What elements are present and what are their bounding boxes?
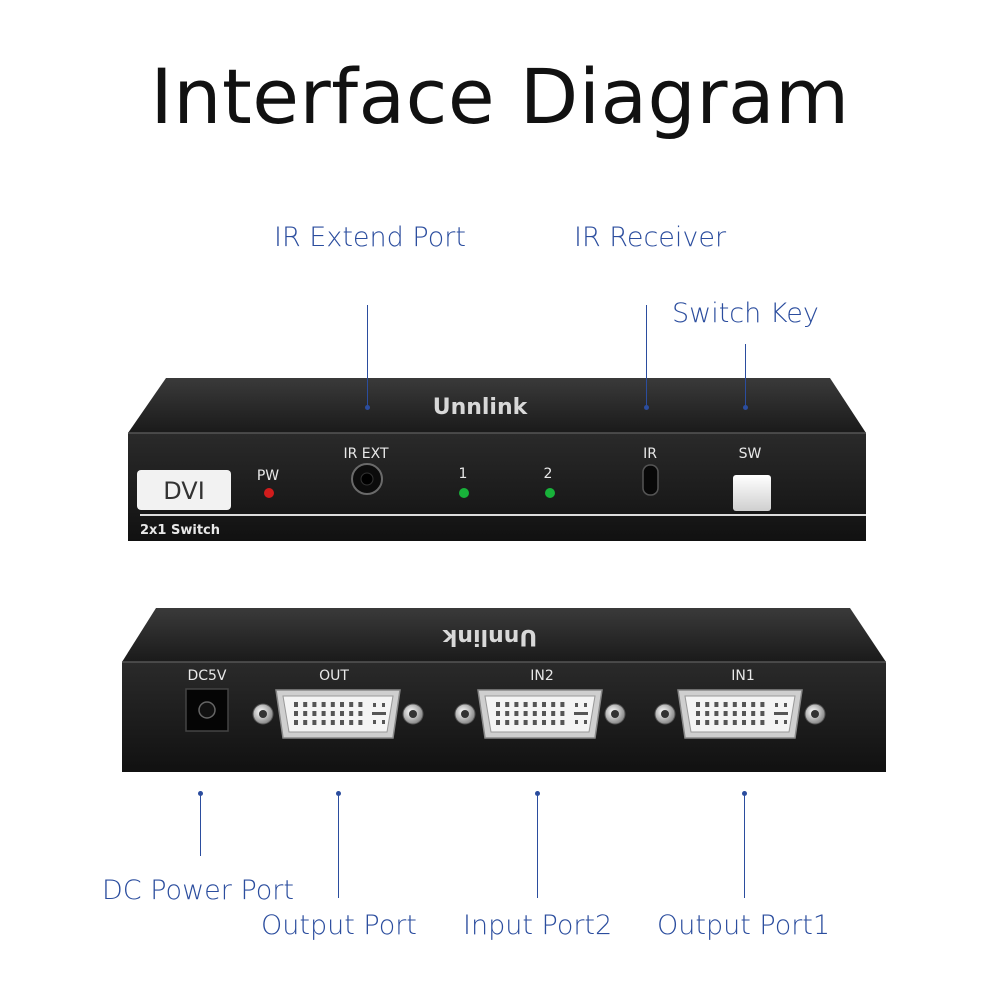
ir-label: IR — [643, 446, 657, 462]
switch-key-button[interactable] — [733, 475, 771, 511]
callout-line-ir-extend — [367, 305, 369, 407]
callout-dot-ir-receiver — [644, 405, 650, 410]
front-brand-logo: Unnlink — [433, 395, 529, 420]
callout-dot-ir-extend — [365, 405, 371, 410]
front-device: Unnlink DVI 2x1 Switch PW IR EXT 1 2 IR … — [128, 378, 866, 541]
ir-receiver-window — [642, 464, 659, 496]
ch1-label: 1 — [459, 466, 468, 482]
rear-brand-logo: Unnlink — [441, 624, 537, 649]
sw-label: SW — [739, 446, 762, 462]
callout-output-port: Output Port — [261, 910, 417, 941]
ch2-label: 2 — [544, 466, 553, 482]
rear-device: Unnlink DC5V OUT IN2 IN1 — [122, 608, 886, 772]
pw-label: PW — [257, 468, 279, 484]
callout-switch-key: Switch Key — [672, 298, 819, 329]
callout-ir-extend-port: IR Extend Port — [274, 222, 466, 253]
callout-line-dc-power — [200, 794, 202, 856]
front-device-top — [128, 378, 866, 433]
power-led — [264, 488, 274, 498]
out-label: OUT — [319, 668, 349, 684]
callout-line-switch-key — [745, 344, 747, 407]
dvi-badge — [137, 470, 231, 510]
rear-device-top — [122, 608, 886, 662]
ir-ext-label: IR EXT — [343, 446, 388, 462]
callout-line-output1 — [744, 794, 746, 898]
dvi-badge-label: DVI — [163, 477, 205, 505]
dc5v-label: DC5V — [187, 668, 226, 684]
dvi-port-out — [252, 689, 424, 739]
callout-input-port2: Input Port2 — [463, 910, 613, 941]
ch1-led — [459, 488, 469, 498]
callout-ir-receiver: IR Receiver — [574, 222, 727, 253]
callout-line-output — [338, 794, 340, 898]
callout-dot-switch-key — [743, 405, 749, 410]
in2-label: IN2 — [530, 668, 554, 684]
callout-line-ir-receiver — [646, 305, 648, 407]
callout-line-input2 — [537, 794, 539, 898]
callout-dc-power-port: DC Power Port — [102, 875, 294, 906]
dvi-port-in1 — [654, 689, 826, 739]
page-title: Interface Diagram — [150, 52, 850, 141]
callout-dot-output — [336, 791, 342, 796]
callout-dot-input2 — [535, 791, 541, 796]
dvi-port-in2 — [454, 689, 626, 739]
model-sub-label: 2x1 Switch — [140, 523, 220, 538]
callout-dot-dc-power — [198, 791, 204, 796]
callout-dot-output1 — [742, 791, 748, 796]
callout-output-port1: Output Port1 — [657, 910, 831, 941]
ch2-led — [545, 488, 555, 498]
in1-label: IN1 — [731, 668, 755, 684]
